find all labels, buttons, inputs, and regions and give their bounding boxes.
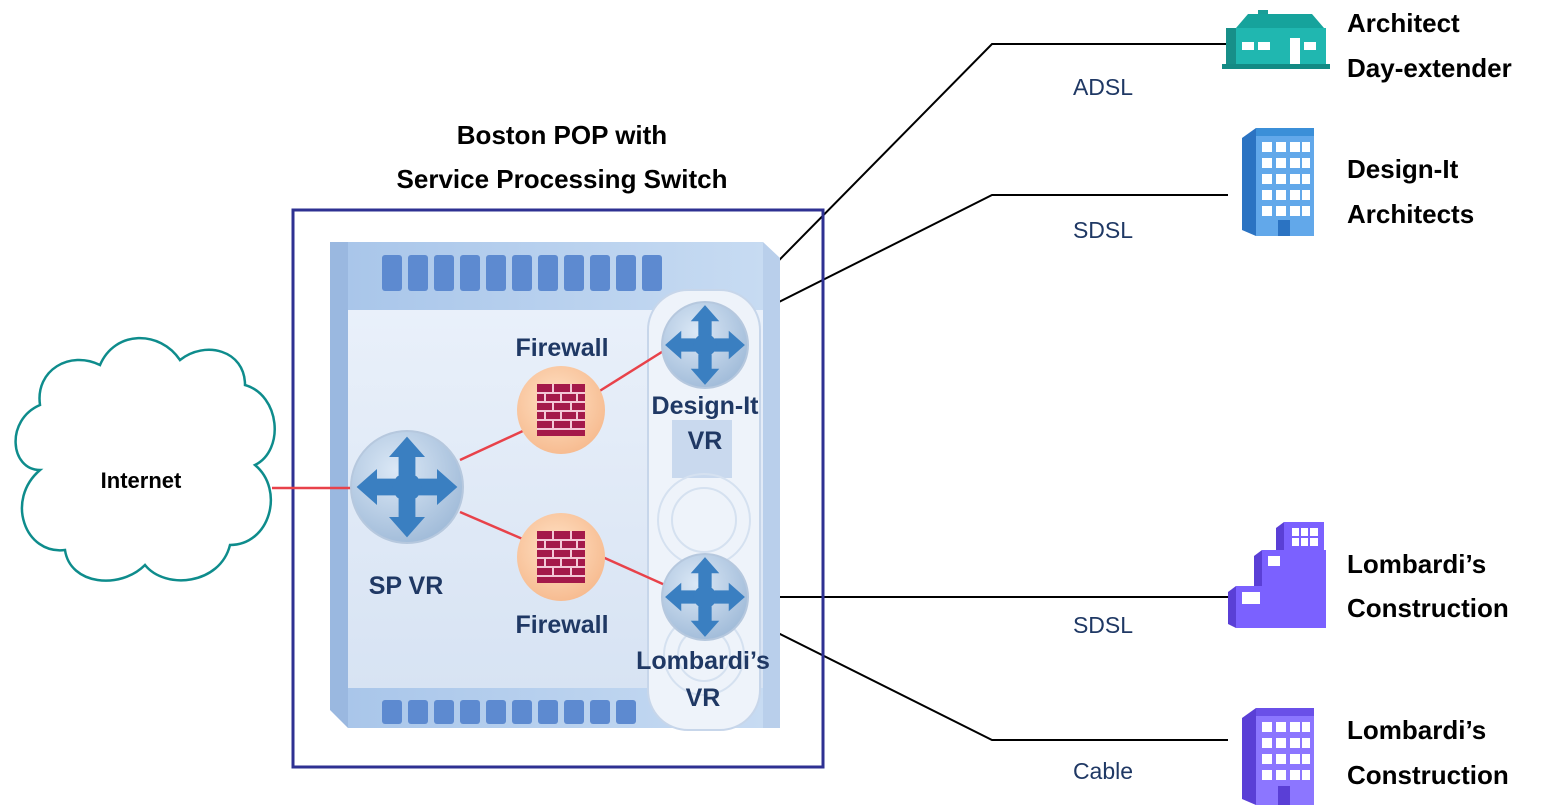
link-sdsl-design-line — [742, 194, 1228, 321]
design-it-vr-router[interactable] — [661, 301, 749, 389]
firewall-bottom-label: Firewall — [515, 611, 608, 639]
lombardis-vr-label-line1: Lombardi’s — [636, 647, 770, 675]
link-adsl-line — [729, 43, 1228, 311]
brick-wall-icon — [537, 384, 585, 436]
link-label-adsl: ADSL — [1073, 74, 1133, 100]
site-lombardi-2-line1: Lombardi’s — [1347, 715, 1486, 745]
firewall-top-label: Firewall — [515, 334, 608, 362]
lombardis-vr-label-line2: VR — [686, 684, 721, 712]
brick-wall-icon — [537, 531, 585, 583]
link-label-sdsl-design: SDSL — [1073, 217, 1133, 243]
site-design-it-line1: Design-It — [1347, 154, 1459, 184]
internet-cloud: Internet — [14, 336, 276, 582]
office-building-icon — [1242, 128, 1314, 236]
design-it-vr-label-line1: Design-It — [652, 392, 760, 420]
internal-links — [272, 348, 666, 587]
site-architect-line2: Day-extender — [1347, 53, 1512, 83]
link-cable-line — [705, 596, 1228, 741]
construction-building-icon — [1228, 522, 1326, 628]
site-architect-line1: Architect — [1347, 8, 1460, 38]
site-lombardi-2-line2: Construction — [1347, 760, 1509, 790]
link-label-cable: Cable — [1073, 758, 1133, 784]
pop-title-line2: Service Processing Switch — [397, 164, 728, 194]
sp-vr-router[interactable] — [350, 430, 464, 544]
firewall-bottom[interactable] — [517, 513, 605, 601]
design-it-vr-label-line2: VR — [688, 427, 723, 455]
firewall-top[interactable] — [517, 366, 605, 454]
bottom-vents — [382, 700, 636, 724]
internet-label: Internet — [101, 468, 182, 493]
site-lombardi-1-line2: Construction — [1347, 593, 1509, 623]
house-icon — [1222, 10, 1330, 69]
wan-links — [705, 43, 1228, 741]
office-building-purple-icon — [1242, 708, 1314, 805]
sp-vr-label: SP VR — [369, 572, 444, 600]
top-vents — [382, 255, 662, 291]
link-label-sdsl-lombardi: SDSL — [1073, 612, 1133, 638]
site-lombardi-1-line1: Lombardi’s — [1347, 549, 1486, 579]
site-design-it-line2: Architects — [1347, 199, 1474, 229]
lombardis-vr-router[interactable] — [661, 553, 749, 641]
pop-title-line1: Boston POP with — [457, 120, 667, 150]
